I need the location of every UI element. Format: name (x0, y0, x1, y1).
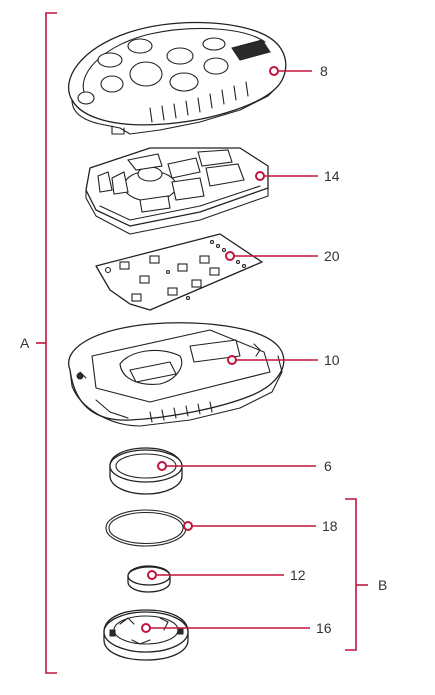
o-ring-part (105, 509, 187, 547)
callout-label: 6 (324, 458, 332, 474)
callout-12: 12 (147, 567, 306, 583)
callout-8: 8 (269, 63, 328, 79)
callout-label: 10 (324, 352, 340, 368)
callout-label: 14 (324, 168, 340, 184)
group-b-label: B (378, 577, 387, 593)
callout-14: 14 (255, 168, 340, 184)
callout-label: 8 (320, 63, 328, 79)
battery-cover-part (109, 447, 183, 495)
callout-10: 10 (227, 352, 340, 368)
callout-label: 20 (324, 248, 340, 264)
group-a-label: A (20, 335, 30, 351)
housing-top-part (67, 21, 287, 135)
callout-label: 12 (290, 567, 306, 583)
callout-label: 16 (316, 620, 332, 636)
circuit-board-part (95, 233, 263, 311)
group-a-bracket: A (20, 12, 57, 674)
callout-label: 18 (322, 518, 338, 534)
callout-18: 18 (183, 518, 338, 534)
keypad-part (85, 147, 269, 235)
housing-bottom-part (68, 322, 285, 427)
battery-part (127, 565, 171, 593)
group-b-bracket: B (345, 498, 387, 651)
callout-16: 16 (141, 620, 332, 636)
callout-6: 6 (157, 458, 332, 474)
battery-holder-part (103, 609, 189, 661)
callout-20: 20 (225, 248, 340, 264)
